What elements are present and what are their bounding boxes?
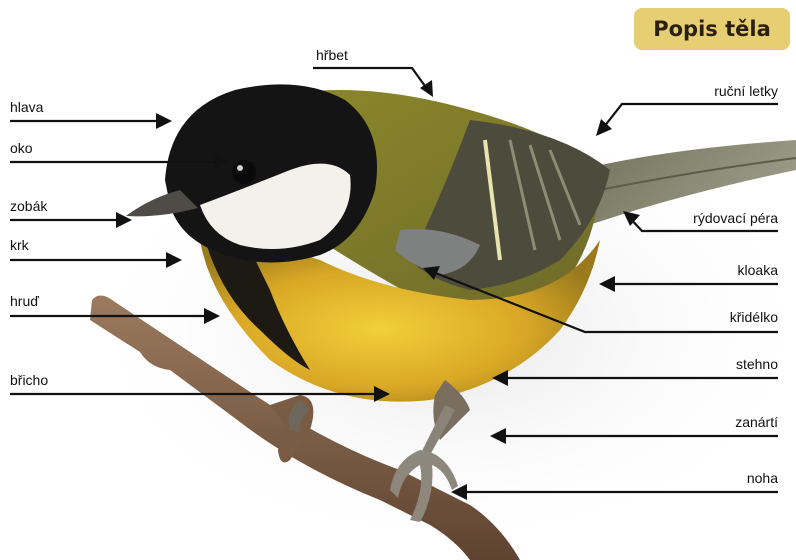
- line-hrbet: [313, 68, 430, 93]
- label-zanarti: zanártí: [735, 414, 778, 430]
- label-hrud: hruď: [10, 293, 39, 309]
- label-kridelko: křidélko: [730, 309, 778, 325]
- label-krk: krk: [10, 237, 29, 253]
- label-oko: oko: [10, 140, 33, 156]
- label-noha: noha: [747, 470, 778, 486]
- label-hrbet: hřbet: [316, 47, 348, 63]
- label-bricho: břicho: [10, 372, 48, 388]
- eye-highlight: [237, 165, 243, 171]
- label-hlava: hlava: [10, 99, 43, 115]
- label-rydovaci-pera: rýdovací péra: [693, 210, 778, 226]
- label-rucni-letky: ruční letky: [714, 83, 778, 99]
- eye: [232, 160, 256, 184]
- page-title: Popis těla: [634, 8, 790, 50]
- label-stehno: stehno: [736, 356, 778, 372]
- arrow-hlava: [156, 113, 172, 129]
- label-kloaka: kloaka: [738, 262, 778, 278]
- label-zobak: zobák: [10, 198, 47, 214]
